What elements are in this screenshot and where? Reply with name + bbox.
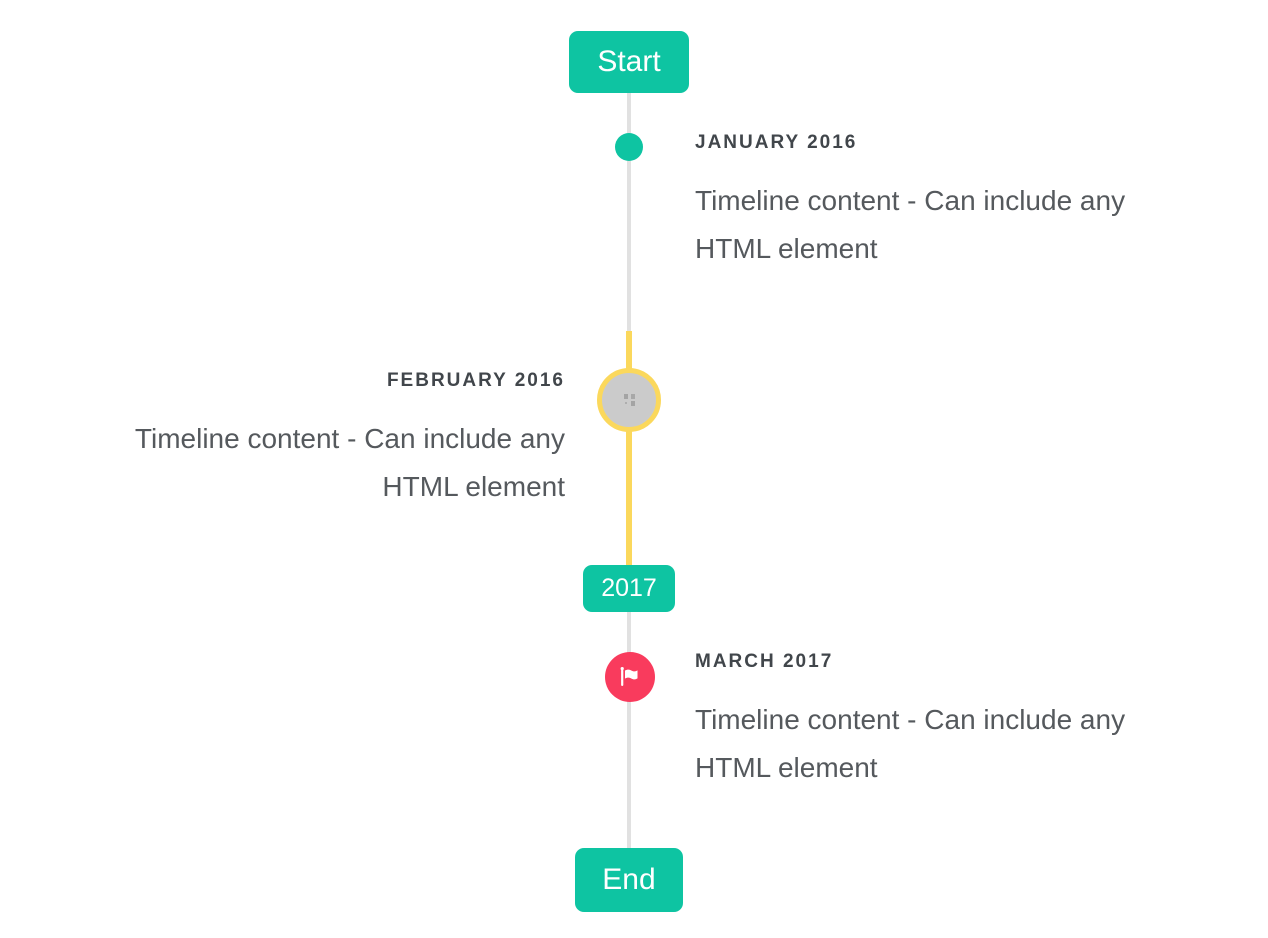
timeline-year-badge: 2017 — [583, 565, 675, 612]
timeline-end-badge: End — [575, 848, 683, 912]
entry-content-february: Timeline content - Can include any HTML … — [20, 415, 565, 511]
timeline-entry-january-2016: JANUARY 2016 Timeline content - Can incl… — [695, 132, 1240, 273]
entry-title-january: JANUARY 2016 — [695, 132, 858, 153]
entry-title-march: MARCH 2017 — [695, 651, 834, 672]
march-flag-marker — [605, 652, 655, 702]
timeline-entry-february-2016: FEBRUARY 2016 Timeline content - Can inc… — [20, 370, 565, 511]
entry-content-line: HTML element — [695, 752, 878, 783]
entry-content-line: HTML element — [695, 233, 878, 264]
february-image-marker — [597, 368, 661, 432]
january-dot-marker — [615, 133, 643, 161]
flag-icon — [618, 665, 642, 689]
entry-content-line: Timeline content - Can include any — [134, 423, 565, 454]
start-badge-label: Start — [597, 45, 661, 78]
timeline-start-badge: Start — [569, 31, 689, 93]
entry-content-line: HTML element — [382, 471, 565, 502]
broken-image-icon — [621, 393, 638, 408]
year-badge-label: 2017 — [601, 574, 657, 602]
entry-content-march: Timeline content - Can include any HTML … — [695, 696, 1240, 792]
timeline-line-highlighted — [626, 331, 632, 566]
entry-title-february: FEBRUARY 2016 — [386, 370, 565, 391]
end-badge-label: End — [602, 863, 656, 896]
entry-content-line: Timeline content - Can include any — [695, 704, 1126, 735]
timeline-entry-march-2017: MARCH 2017 Timeline content - Can includ… — [695, 651, 1240, 792]
entry-content-january: Timeline content - Can include any HTML … — [695, 177, 1240, 273]
entry-content-line: Timeline content - Can include any — [695, 185, 1126, 216]
